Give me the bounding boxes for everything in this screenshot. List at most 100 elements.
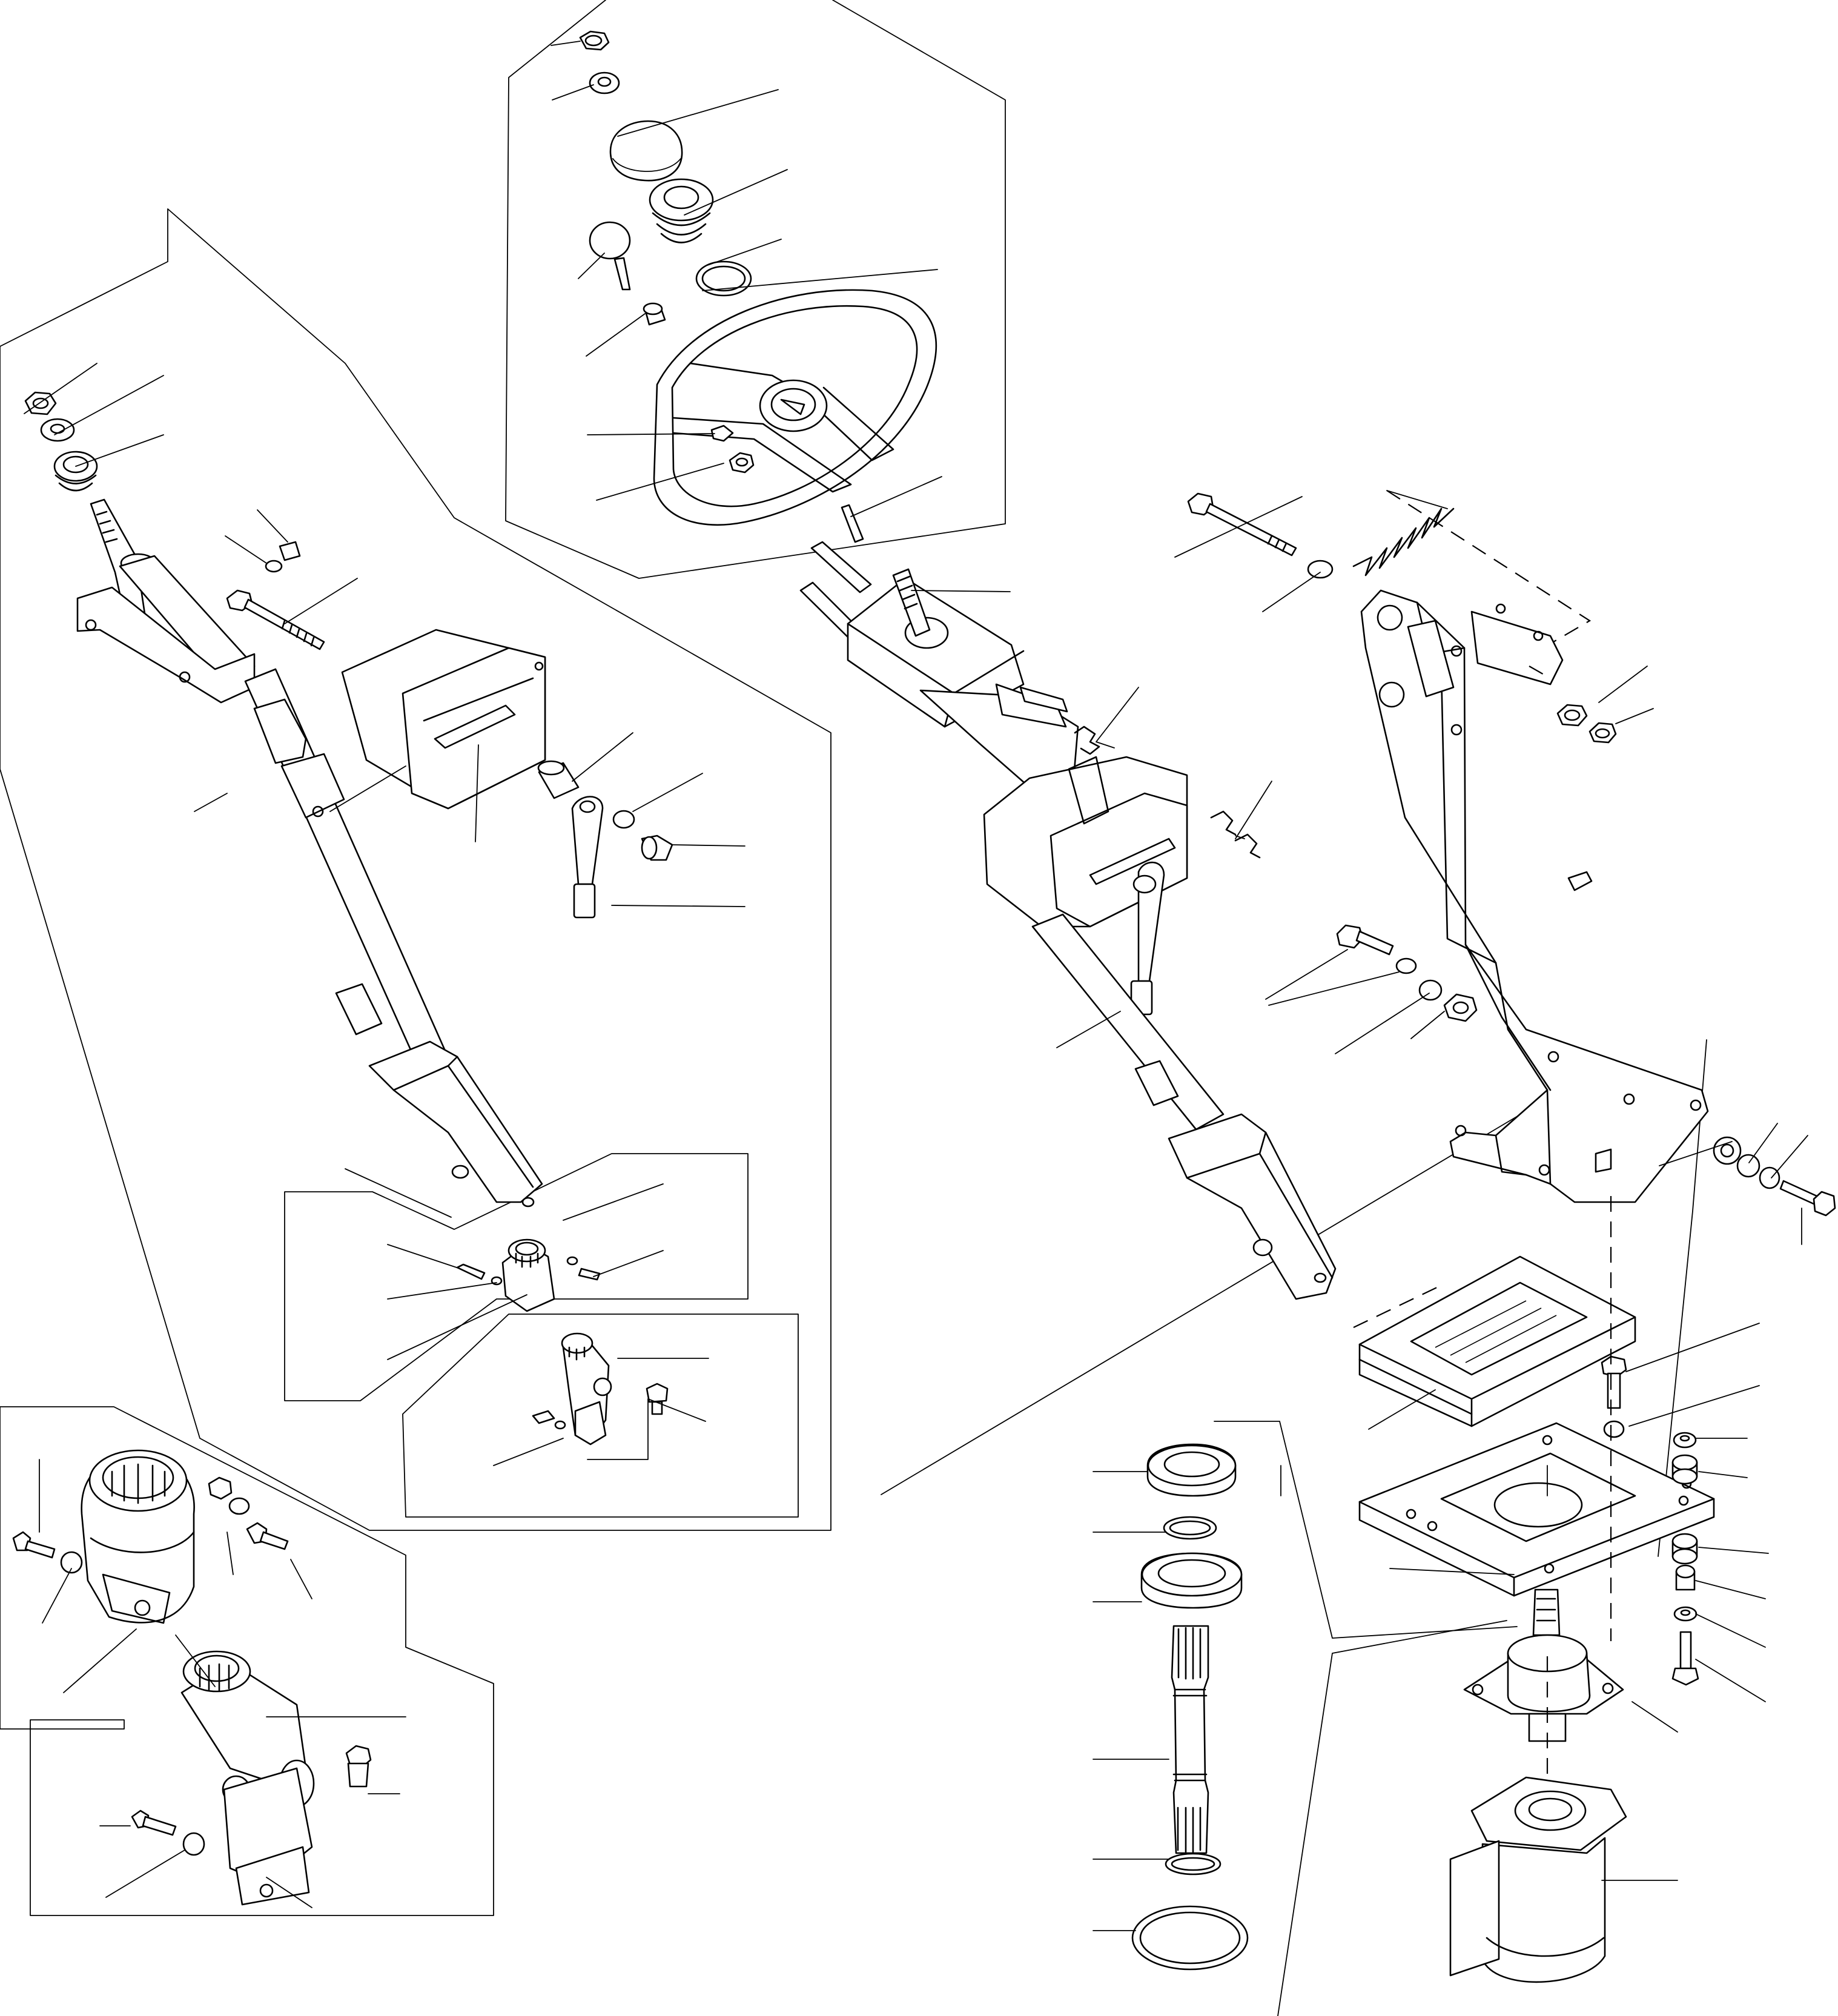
horn-button-icon: [589, 221, 631, 291]
right-bolt-icon: [1779, 1180, 1836, 1217]
column-horn-contact-icon: [53, 451, 98, 492]
column-lower-housing: [368, 1040, 543, 1203]
right-washer-icon-3: [1673, 1606, 1698, 1622]
bracket-washer-icon-3: [1418, 979, 1443, 1001]
floor-plate-group: [1358, 1255, 1715, 1686]
center-column-group: [799, 541, 1337, 1300]
coupling-bolt-icon-2: [246, 1522, 289, 1550]
bracket-nut-icon-1: [1556, 704, 1588, 727]
lever-bolt-icon: [641, 834, 673, 861]
steering-wheel-group-boundary: [505, 0, 1006, 579]
clip-icon-3: [1234, 833, 1261, 859]
column-bolt-icon: [226, 589, 325, 650]
u-joint-bolt-icon: [646, 1383, 669, 1415]
bracket-nut-icon-2: [1588, 722, 1617, 744]
long-bolt-icon: [1187, 492, 1297, 557]
switch-housing-icon: [341, 629, 546, 810]
shaft-snap-ring-icon-2: [1165, 1852, 1221, 1876]
snap-ring-icon: [695, 260, 752, 297]
universal-joint-icon-1: [501, 1238, 555, 1312]
right-long-bolt-icon: [1671, 1631, 1699, 1686]
coupling-nut-icon: [208, 1476, 233, 1500]
u-joint-subgroup-1: [284, 1153, 749, 1401]
coupling-washer-icon-2: [228, 1497, 250, 1515]
plate-washer-icon: [1603, 1420, 1625, 1438]
steering-column-group: [24, 391, 673, 1208]
column-clamp: [335, 983, 383, 1036]
shaft-snap-ring-icon-3: [1131, 1905, 1249, 1971]
right-bushing-icon-3: [1671, 1533, 1698, 1565]
top-nut-icon: [579, 30, 610, 51]
coupling-bolt-icon-1: [12, 1531, 56, 1559]
coupling-washer-icon-1: [60, 1551, 83, 1574]
horn-contact-icon: [649, 178, 714, 243]
u-joint-bolt-icon-2: [345, 1745, 372, 1788]
bracket-hook: [1567, 871, 1593, 891]
small-washer-icon-2: [566, 1256, 578, 1266]
bearing-icon: [1140, 1552, 1243, 1609]
u-joint-small-bolt-icon: [131, 1809, 177, 1836]
clip-icon-1: [1074, 725, 1100, 755]
wheel-nut-icon: [729, 452, 755, 474]
u-joint-group-boundary: [0, 1406, 494, 1916]
steering-column-group-boundary: [0, 208, 831, 1531]
spline-teeth: [96, 511, 118, 543]
shaft-seal-icon: [1146, 1443, 1237, 1497]
wheel-washer-icon: [710, 425, 734, 442]
column-small-screw-icon: [265, 541, 301, 573]
pin-icon: [841, 504, 864, 543]
shaft-snap-ring-icon-1: [1163, 1516, 1217, 1540]
coupling-icon: [81, 1449, 195, 1624]
u-joint-subgroup-2: [402, 1314, 799, 1518]
column-washer-icon: [40, 418, 75, 442]
center-clamp: [1134, 1060, 1179, 1106]
seal-icon: [1358, 1255, 1636, 1427]
center-lower-tube: [1031, 913, 1225, 1131]
cover-cap-icon: [609, 120, 683, 182]
bushing-icon: [643, 302, 666, 326]
column-nut-icon: [24, 391, 57, 415]
floor-plate-icon: [1358, 1422, 1715, 1597]
bracket-washer-icon: [1307, 560, 1334, 579]
column-mount-bracket: [76, 586, 256, 704]
column-lever-1: [810, 541, 872, 593]
motor-icon: [1449, 1776, 1627, 1983]
steering-wheel-icon: [653, 289, 937, 526]
steering-wheel-group: [579, 30, 937, 543]
steering-valve-icon: [1463, 1588, 1624, 1742]
bottom-left-group-parts: [12, 1449, 372, 1906]
small-washer-icon-3: [554, 1420, 566, 1430]
top-washer-icon: [589, 71, 620, 94]
group-boundaries: [0, 0, 1707, 2016]
bracket-washer-icon-2: [1395, 957, 1417, 974]
steering-unit-group: [1449, 1588, 1627, 1983]
u-joint-washer-icon: [182, 1832, 205, 1856]
plate-bolt-icon: [1601, 1355, 1627, 1409]
lever-washer-icon: [612, 810, 635, 829]
universal-joint-icon-2: [561, 1332, 612, 1446]
pedal-bracket: [1360, 589, 1709, 1203]
column-shaft-top: [892, 568, 931, 637]
spacer-icon: [537, 760, 580, 799]
u-joint-subgroup-1-parts: [456, 1238, 601, 1312]
small-bolt-icon-2: [578, 1267, 601, 1281]
right-bushing-icon-1: [1673, 1432, 1697, 1449]
right-nut-icon: [1759, 1166, 1780, 1189]
pedal-bracket-group: [1187, 492, 1836, 1217]
bracket-nut-icon-3: [1443, 993, 1478, 1022]
shaft-group: [1131, 1443, 1249, 1971]
clip-icon-2: [1210, 810, 1237, 836]
column-bracket-lower: [280, 753, 345, 819]
right-washer-icon-2: [1736, 1154, 1760, 1178]
small-bolt-icon-3: [532, 1410, 555, 1424]
right-bushing-icon-2: [1671, 1454, 1698, 1485]
u-joint-subgroup-2-parts: [532, 1332, 669, 1446]
spline-shaft-icon: [1171, 1625, 1209, 1854]
right-bushing-icon-4: [1675, 1564, 1696, 1591]
bracket-plate: [1470, 610, 1564, 686]
shaft-link-line-2: [1277, 1620, 1507, 2016]
shaft-link-line: [1214, 1421, 1518, 1639]
bracket-bolt-icon: [1336, 924, 1394, 956]
alignment-lines: [1353, 490, 1612, 1777]
